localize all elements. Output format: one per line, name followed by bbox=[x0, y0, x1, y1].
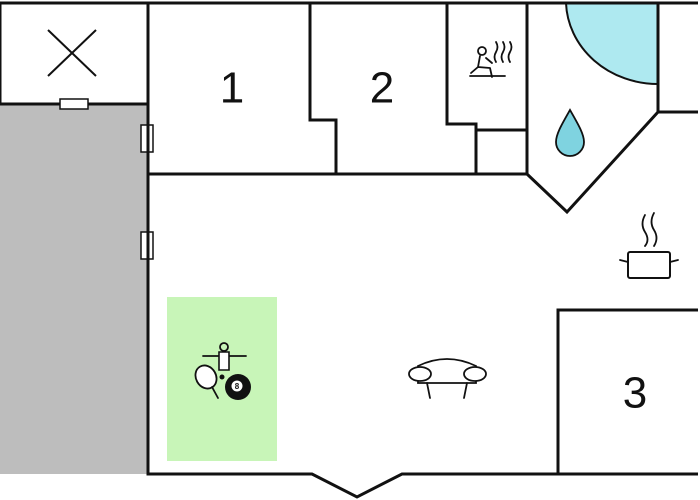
sofa-icon bbox=[408, 358, 487, 399]
carport-area bbox=[0, 104, 148, 474]
x-mark-icon bbox=[47, 29, 97, 77]
room-1-walls bbox=[148, 3, 660, 215]
sauna-icon bbox=[469, 41, 513, 78]
room-1-label: 1 bbox=[220, 64, 244, 113]
room-2-walls bbox=[445, 3, 478, 174]
pool bbox=[564, 2, 659, 86]
cooking-pot-icon bbox=[619, 212, 679, 279]
water-drop-icon bbox=[555, 108, 585, 157]
sauna-walls bbox=[447, 1, 529, 132]
foosball-icon bbox=[202, 342, 247, 371]
room-3-label: 3 bbox=[623, 369, 647, 418]
svg-text:8: 8 bbox=[235, 382, 240, 391]
billiard-ball-icon: 8 bbox=[225, 374, 251, 400]
storage-room bbox=[0, 1, 150, 106]
outer-wall bbox=[146, 1, 698, 499]
door-marker bbox=[59, 98, 89, 110]
outer-wall-right bbox=[656, 3, 698, 114]
room-3-walls bbox=[556, 308, 698, 474]
room-2-label: 2 bbox=[370, 64, 394, 113]
table-tennis-icon bbox=[194, 364, 225, 399]
